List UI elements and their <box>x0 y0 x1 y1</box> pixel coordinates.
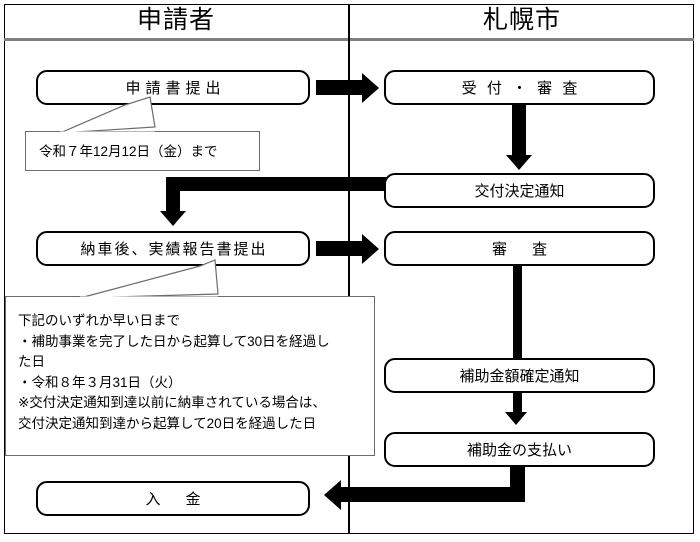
note-line-2: ・補助事業を完了した日から起算して30日を経過し <box>18 333 330 349</box>
report-deadline-note: 下記のいずれか早い日まで ・補助事業を完了した日から起算して30日を経過し た日… <box>5 296 375 456</box>
column-header-applicant: 申請者 <box>136 6 215 34</box>
report-deadline-note-tail <box>79 259 219 300</box>
box-subsidy-payment[interactable]: 補助金の支払い <box>384 432 655 467</box>
box-delivery-report[interactable]: 納車後、実績報告書提出 <box>36 231 310 266</box>
deadline-note: 令和７年12月12日（金）まで <box>25 131 260 171</box>
box-grant-decision-notice[interactable]: 交付決定通知 <box>384 173 655 208</box>
column-header-city: 札幌市 <box>482 6 561 34</box>
note-line-1: 下記のいずれか早い日まで <box>18 313 180 328</box>
note-line-3: た日 <box>18 354 45 370</box>
note-line-5: ※交付決定通知到達以前に納車されている場合は、 <box>18 395 326 411</box>
box-reception-review[interactable]: 受 付 ・ 審 査 <box>384 70 655 105</box>
box-review[interactable]: 審 査 <box>384 231 655 266</box>
note-line-6: 交付決定通知到達から起算して20日を経過した日 <box>18 415 317 431</box>
deadline-note-tail <box>59 96 156 135</box>
note-line-4: ・令和８年３月31日（火） <box>18 374 182 390</box>
box-payment-received[interactable]: 入 金 <box>36 481 310 516</box>
box-application-submission[interactable]: 申請書提出 <box>36 70 310 105</box>
box-amount-confirm-notice[interactable]: 補助金額確定通知 <box>384 358 655 393</box>
column-divider <box>348 4 350 534</box>
